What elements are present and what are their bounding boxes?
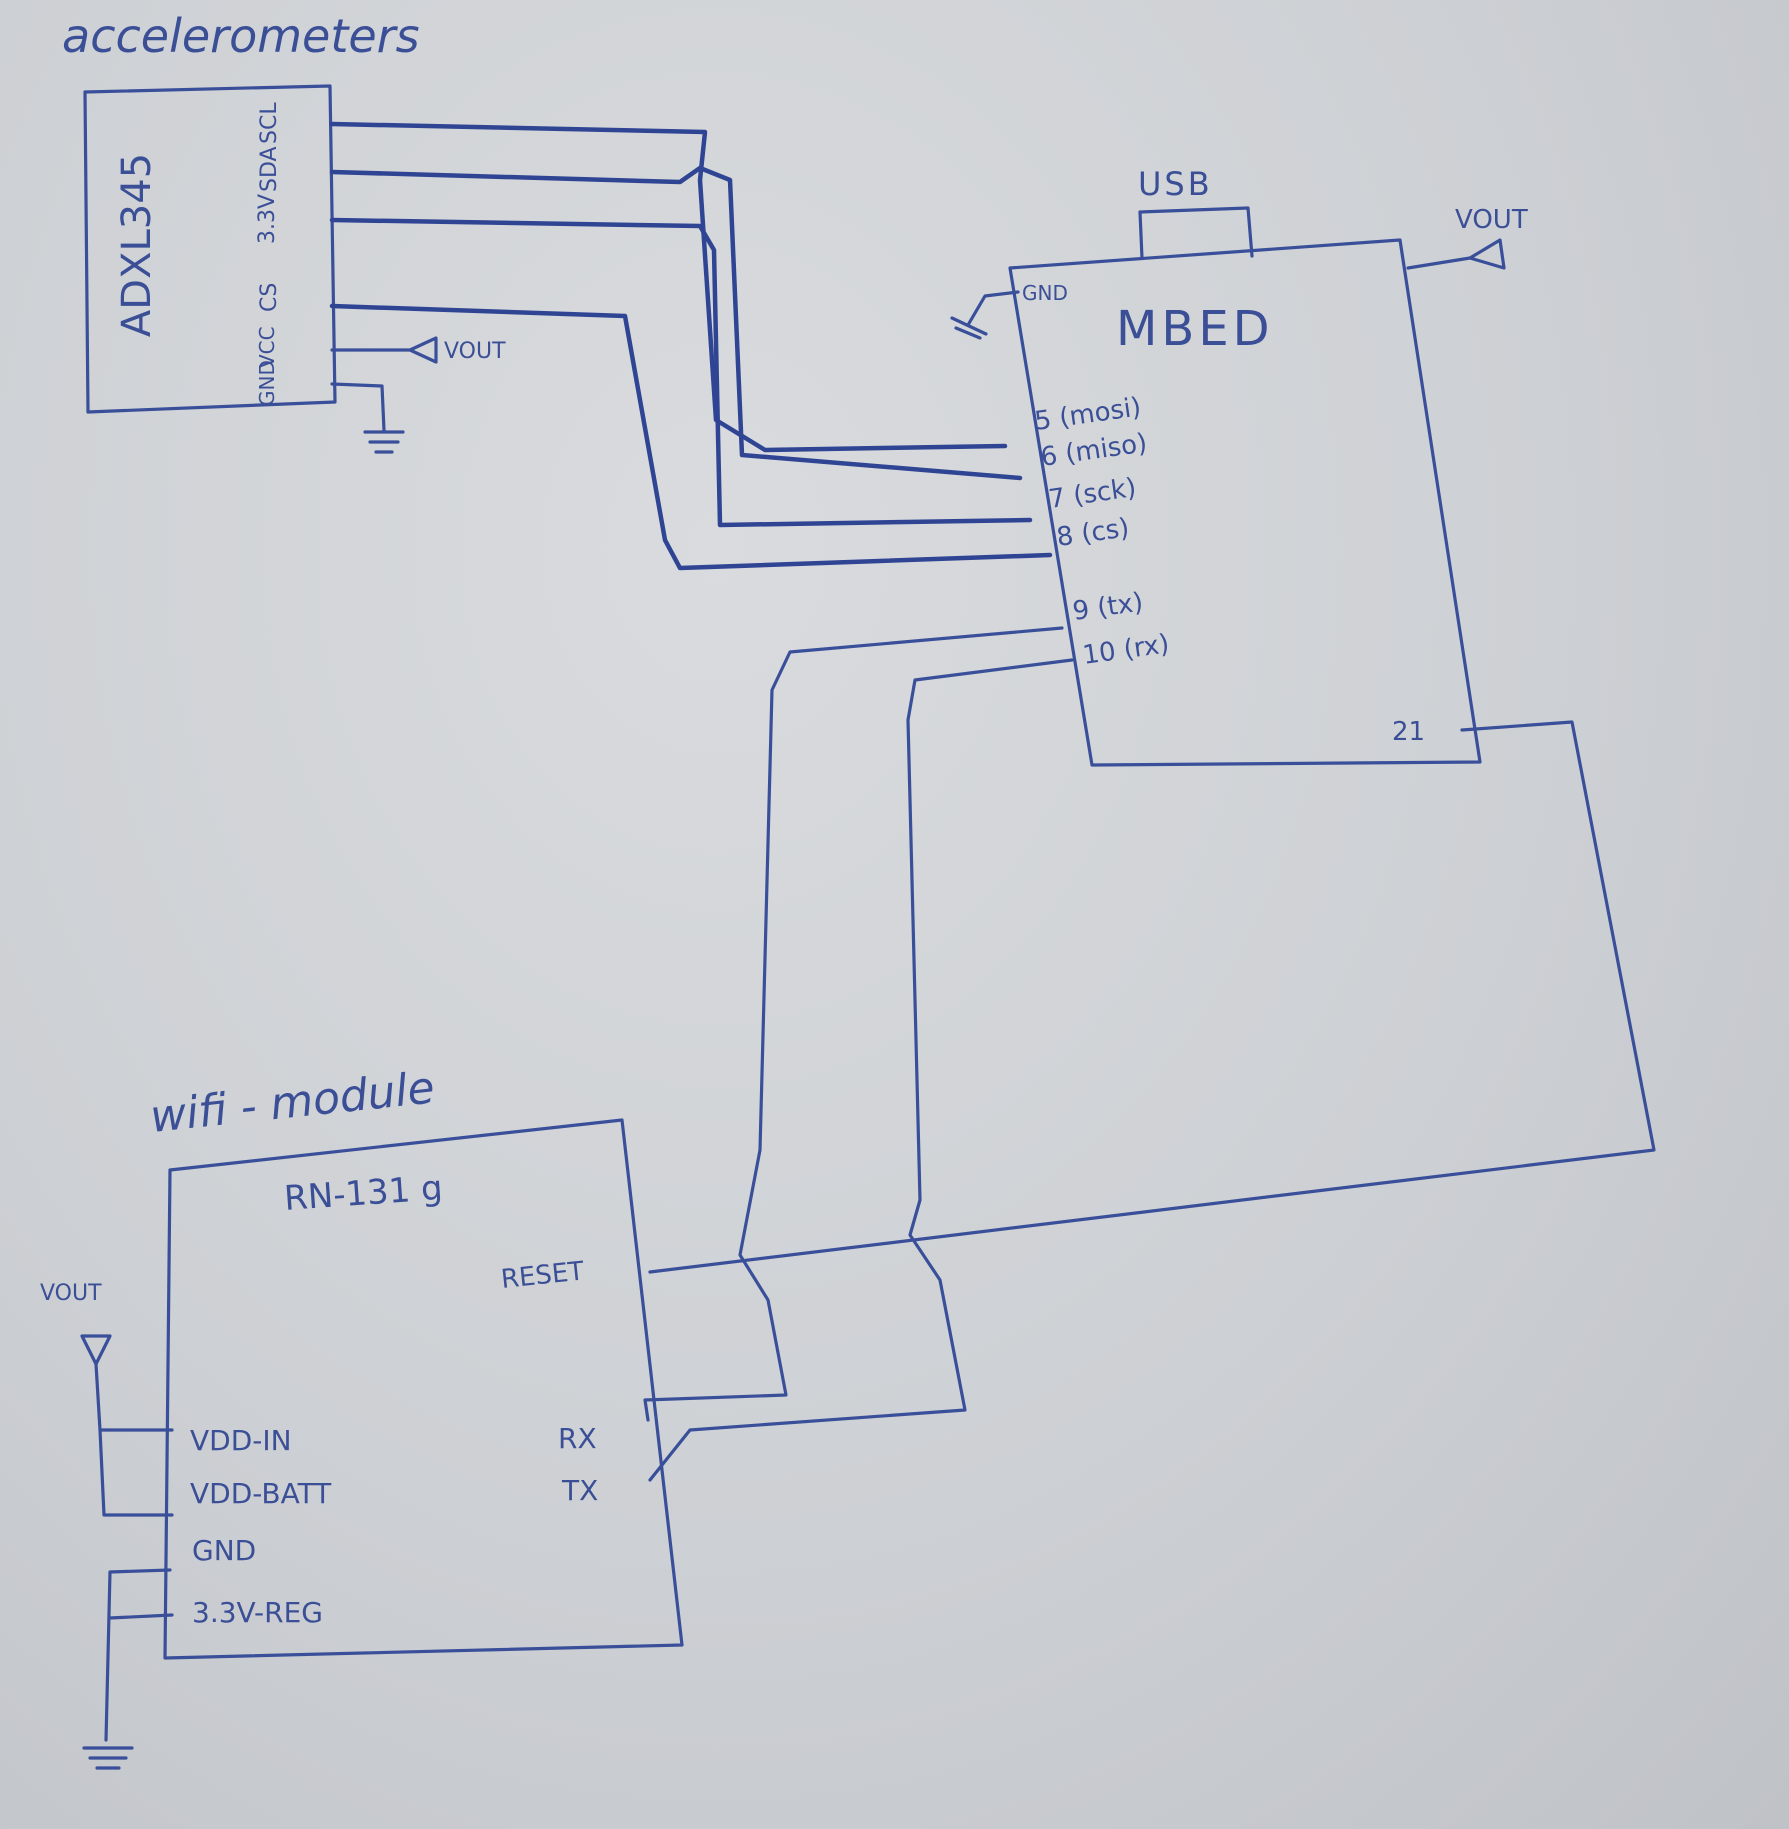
mbed-pin-9-tx: 9 (tx) — [1071, 587, 1145, 627]
wire-mbed-rx-to-wifi-tx — [648, 658, 1074, 1482]
mbed-pin-8-cs: 8 (cs) — [1055, 513, 1131, 553]
wifi-pin-vdd-batt: VDD-BATT — [190, 1477, 332, 1510]
accel-vout-arrow-icon — [408, 336, 438, 364]
accel-pin-sda: SDA — [257, 146, 282, 192]
accel-pin-cs: CS — [257, 283, 282, 312]
mbed-box — [1008, 238, 1482, 767]
wifi-pin-vdd-in: VDD-IN — [190, 1424, 292, 1457]
wifi-pin-rx: RX — [558, 1422, 597, 1455]
wifi-pin-reset: RESET — [500, 1256, 586, 1295]
accel-ground-icon — [363, 430, 405, 454]
mbed-pin-21: 21 — [1392, 717, 1425, 747]
mbed-usb-label: USB — [1138, 165, 1213, 203]
mbed-gnd-label: GND — [1022, 281, 1068, 305]
wire-mbed-tx-to-wifi-rx — [643, 626, 1064, 1422]
rn131-chip-label: RN-131 g — [283, 1168, 444, 1219]
mbed-pin-7-sck: 7 (sck) — [1047, 473, 1138, 515]
adxl345-chip-label: ADXL345 — [114, 153, 160, 337]
rn131-box — [163, 1118, 684, 1660]
wire-3v3-to-mbed — [329, 217, 1033, 528]
wifi-pin-3v3-reg: 3.3V-REG — [192, 1596, 323, 1629]
wire-scl-to-mbed — [329, 121, 1008, 453]
wire-accel-gnd — [330, 382, 386, 432]
mbed-usb-connector — [1138, 206, 1254, 260]
mbed-title: MBED — [1116, 301, 1274, 357]
mbed-pin-10-rx: 10 (rx) — [1081, 629, 1171, 671]
wire-mbed-vout — [1406, 256, 1472, 270]
wire-mbed-gnd — [966, 290, 1020, 327]
wifi-pin-tx: TX — [561, 1474, 598, 1507]
accelerometers-label: accelerometers — [62, 9, 420, 63]
wifi-module-label: wifi - module — [148, 1062, 437, 1143]
accel-pin-gnd: GND — [255, 360, 279, 406]
wire-mbed-21-to-wifi-reset — [648, 720, 1656, 1274]
wire-wifi-vout — [94, 1362, 174, 1517]
wifi-vout-label: VOUT — [40, 1281, 102, 1306]
wifi-pin-gnd: GND — [192, 1534, 256, 1567]
mbed-ground-icon — [950, 316, 988, 340]
mbed-vout-label: VOUT — [1455, 205, 1528, 235]
accel-vout-label: VOUT — [444, 339, 506, 364]
adxl345-box — [83, 84, 337, 414]
wire-wifi-gnd — [104, 1568, 174, 1742]
accel-pin-vcc: VCC — [255, 326, 279, 368]
accel-pin-scl: SCL — [257, 102, 282, 144]
wifi-ground-icon — [82, 1746, 134, 1770]
wifi-vout-arrow-icon — [80, 1334, 112, 1366]
mbed-vout-arrow-icon — [1468, 238, 1506, 270]
accel-pin-3v3: 3.3V — [255, 194, 280, 244]
wire-sda-to-mbed — [329, 165, 1023, 481]
wire-cs-to-mbed — [329, 303, 1053, 571]
mbed-pin-6-miso: 6 (miso) — [1039, 428, 1149, 473]
